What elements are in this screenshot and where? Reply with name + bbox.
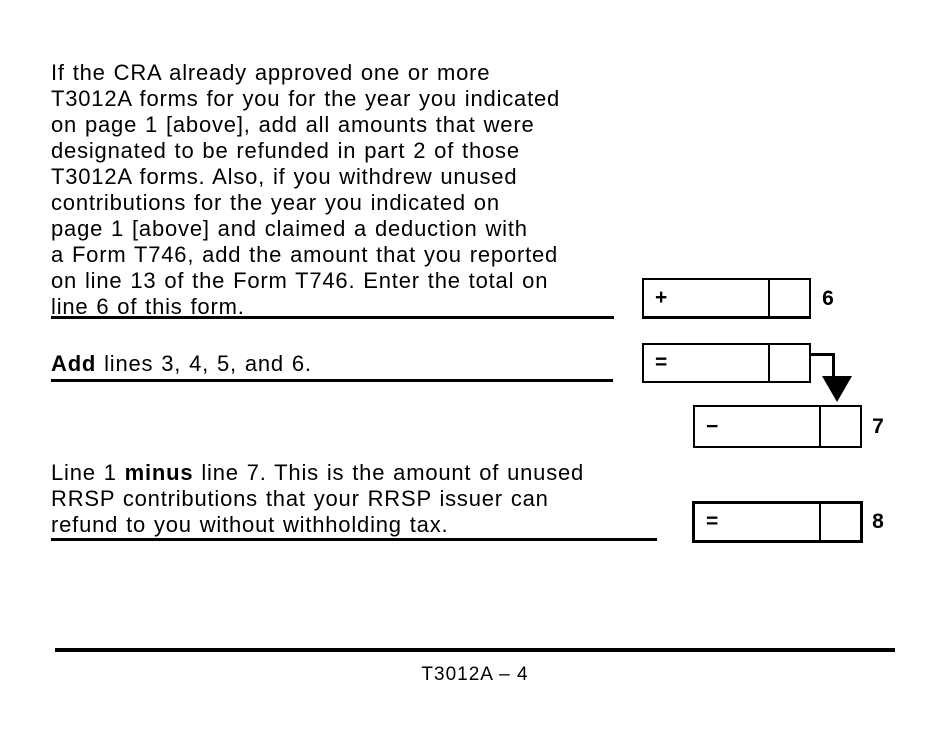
line-number-6: 6 <box>822 286 834 310</box>
paragraph-text: lines 3, 4, 5, and 6. <box>96 351 312 376</box>
instruction-paragraph-line8: Line 1 minus line 7. This is the amount … <box>51 460 584 538</box>
equals-icon: = <box>706 510 719 533</box>
paragraph-line: contributions for the year you indicated… <box>51 190 500 215</box>
arrow-connector-horizontal <box>811 353 835 356</box>
amount-box-line6: + <box>642 278 811 319</box>
page-number: T3012A – 4 <box>421 664 529 685</box>
cents-field-line7[interactable] <box>819 407 860 446</box>
paragraph-line: RRSP contributions that your RRSP issuer… <box>51 486 549 511</box>
amount-box-line7: − <box>693 405 862 448</box>
minus-icon: − <box>706 414 719 438</box>
amount-field-line8[interactable]: = <box>695 504 819 540</box>
line-number-8: 8 <box>872 510 884 533</box>
cents-field-line6[interactable] <box>768 280 809 316</box>
bold-text: minus <box>124 460 194 485</box>
paragraph-line: designated to be refunded in part 2 of t… <box>51 138 520 163</box>
paragraph-line: If the CRA already approved one or more <box>51 60 491 85</box>
cents-field-line8[interactable] <box>819 504 860 540</box>
plus-icon: + <box>655 286 668 309</box>
paragraph-line: line 6 of this form. <box>51 294 245 319</box>
paragraph-line: page 1 [above] and claimed a deduction w… <box>51 216 528 241</box>
equals-icon: = <box>655 351 668 374</box>
paragraph-line: Line 1 minus line 7. This is the amount … <box>51 460 584 486</box>
paragraph-line: T3012A forms for you for the year you in… <box>51 86 561 111</box>
amount-field-line7[interactable]: − <box>695 407 819 446</box>
cents-field-subtotal[interactable] <box>768 345 809 381</box>
arrow-down-icon <box>822 376 852 402</box>
footer-rule <box>55 648 895 652</box>
paragraph-text: Line 1 <box>51 460 125 485</box>
rule-line-subtotal <box>51 379 613 382</box>
paragraph-line: refund to you without withholding tax. <box>51 512 449 537</box>
amount-box-line8: = <box>692 501 863 543</box>
amount-field-line6[interactable]: + <box>644 280 768 316</box>
paragraph-line: on line 13 of the Form T746. Enter the t… <box>51 268 549 293</box>
rule-line-8 <box>51 538 657 541</box>
instruction-paragraph-line6: If the CRA already approved one or more … <box>51 60 560 320</box>
rule-line-6 <box>51 316 614 319</box>
paragraph-line: a Form T746, add the amount that you rep… <box>51 242 559 267</box>
paragraph-text: line 7. This is the amount of unused <box>193 460 585 485</box>
paragraph-line: T3012A forms. Also, if you withdrew unus… <box>51 164 518 189</box>
bold-text: Add <box>51 351 97 376</box>
instruction-paragraph-subtotal: Add lines 3, 4, 5, and 6. <box>51 351 312 377</box>
paragraph-line: on page 1 [above], add all amounts that … <box>51 112 535 137</box>
arrow-connector-vertical <box>832 353 835 377</box>
amount-field-subtotal[interactable]: = <box>644 345 768 381</box>
line-number-7: 7 <box>872 414 884 438</box>
amount-box-subtotal: = <box>642 343 811 383</box>
